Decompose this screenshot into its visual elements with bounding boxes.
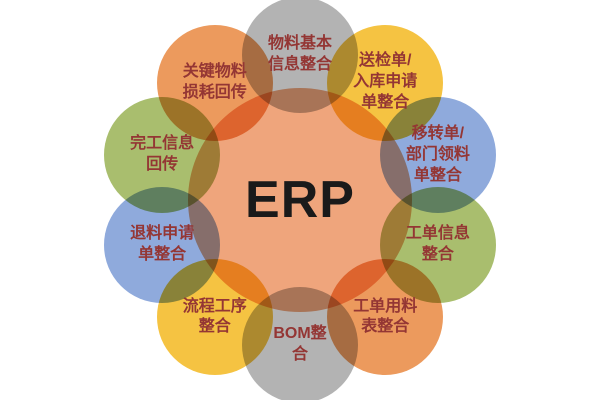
erp-label: ERP — [245, 171, 355, 229]
node-label-7: 退料申请 单整合 — [130, 225, 195, 263]
node-label-3: 工单信息 整合 — [405, 225, 470, 263]
node-label-9: 关键物料 损耗回传 — [182, 62, 247, 101]
node-label-1: 送检单/ 入库申请 单整合 — [353, 52, 418, 112]
node-circle-9 — [156, 24, 273, 141]
node-label-4: 工单用料 表整合 — [353, 297, 418, 336]
node-label-5: BOM整 合 — [273, 325, 327, 363]
node-label-2: 移转单/ 部门领料 单整合 — [405, 124, 470, 184]
node-label-0: 物料基本 信息整合 — [267, 35, 332, 73]
node-label-8: 完工信息 回传 — [130, 135, 195, 174]
node-label-6: 流程工序 整合 — [182, 297, 247, 336]
